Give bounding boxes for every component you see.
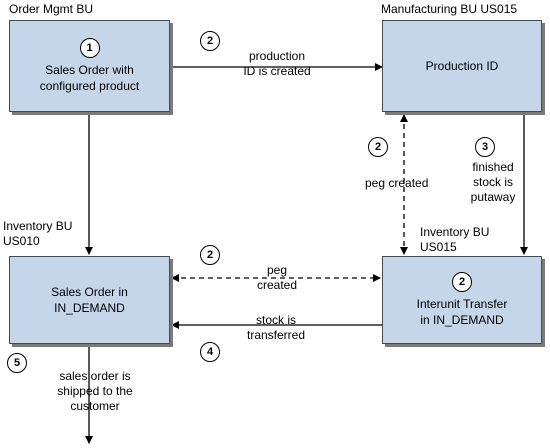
production-id-box: Production ID: [382, 20, 542, 112]
label-line: shipped to the: [57, 384, 133, 398]
step-badge-production: 2: [200, 31, 220, 51]
step-badge: 2: [452, 272, 472, 292]
label-line: customer: [70, 399, 120, 413]
region-label-line: Inventory BU: [3, 219, 73, 233]
putaway-label: finished stock is putaway: [463, 160, 523, 205]
label-line: putaway: [470, 190, 516, 204]
box-text: in IN_DEMAND: [420, 313, 504, 327]
label-line: ID is created: [243, 64, 311, 78]
interunit-transfer-box: 2 Interunit Transfer in IN_DEMAND: [382, 256, 542, 344]
box-text: Sales Order with: [45, 63, 134, 77]
production-created-label: production ID is created: [227, 49, 327, 79]
region-label-line: Inventory BU: [420, 225, 490, 239]
box-text: configured product: [39, 79, 140, 93]
label-line: finished: [472, 160, 514, 174]
label-line: stock is: [255, 313, 296, 327]
sales-order-configured-box: 1 Sales Order with configured product: [9, 20, 170, 112]
step-badge-peg-vertical: 2: [368, 137, 388, 157]
peg-created-horizontal-label: peg created: [242, 263, 312, 293]
region-label-inventory-us015: Inventory BU US015: [420, 225, 489, 255]
label-line: sales order is: [59, 369, 131, 383]
box-text: Sales Order in: [51, 285, 128, 299]
label-line: created: [256, 278, 298, 292]
box-text: Production ID: [425, 59, 499, 73]
region-label-manufacturing: Manufacturing BU US015: [381, 2, 518, 16]
step-badge-putaway: 3: [475, 137, 495, 157]
peg-created-vertical-label: peg created: [365, 176, 429, 190]
label-line: stock is: [472, 175, 513, 189]
sales-order-demand-box: Sales Order in IN_DEMAND: [9, 256, 170, 344]
step-badge-stock-transferred: 4: [200, 342, 220, 362]
region-label-line: US015: [420, 240, 457, 254]
region-label-order-mgmt: Order Mgmt BU: [9, 2, 94, 16]
step-badge-peg-horizontal: 2: [200, 245, 220, 265]
shipped-label: sales order is shipped to the customer: [40, 369, 150, 414]
step-badge-shipped: 5: [7, 353, 27, 373]
region-label-inventory-us010: Inventory BU US010: [3, 219, 72, 249]
region-label-line: US010: [3, 234, 40, 248]
label-line: transferred: [246, 328, 306, 342]
stock-transferred-label: stock is transferred: [236, 313, 316, 343]
box-text: IN_DEMAND: [54, 301, 125, 315]
step-badge: 1: [79, 38, 100, 58]
label-line: peg: [266, 263, 288, 277]
label-line: production: [248, 49, 306, 63]
box-text: Interunit Transfer: [416, 297, 508, 311]
